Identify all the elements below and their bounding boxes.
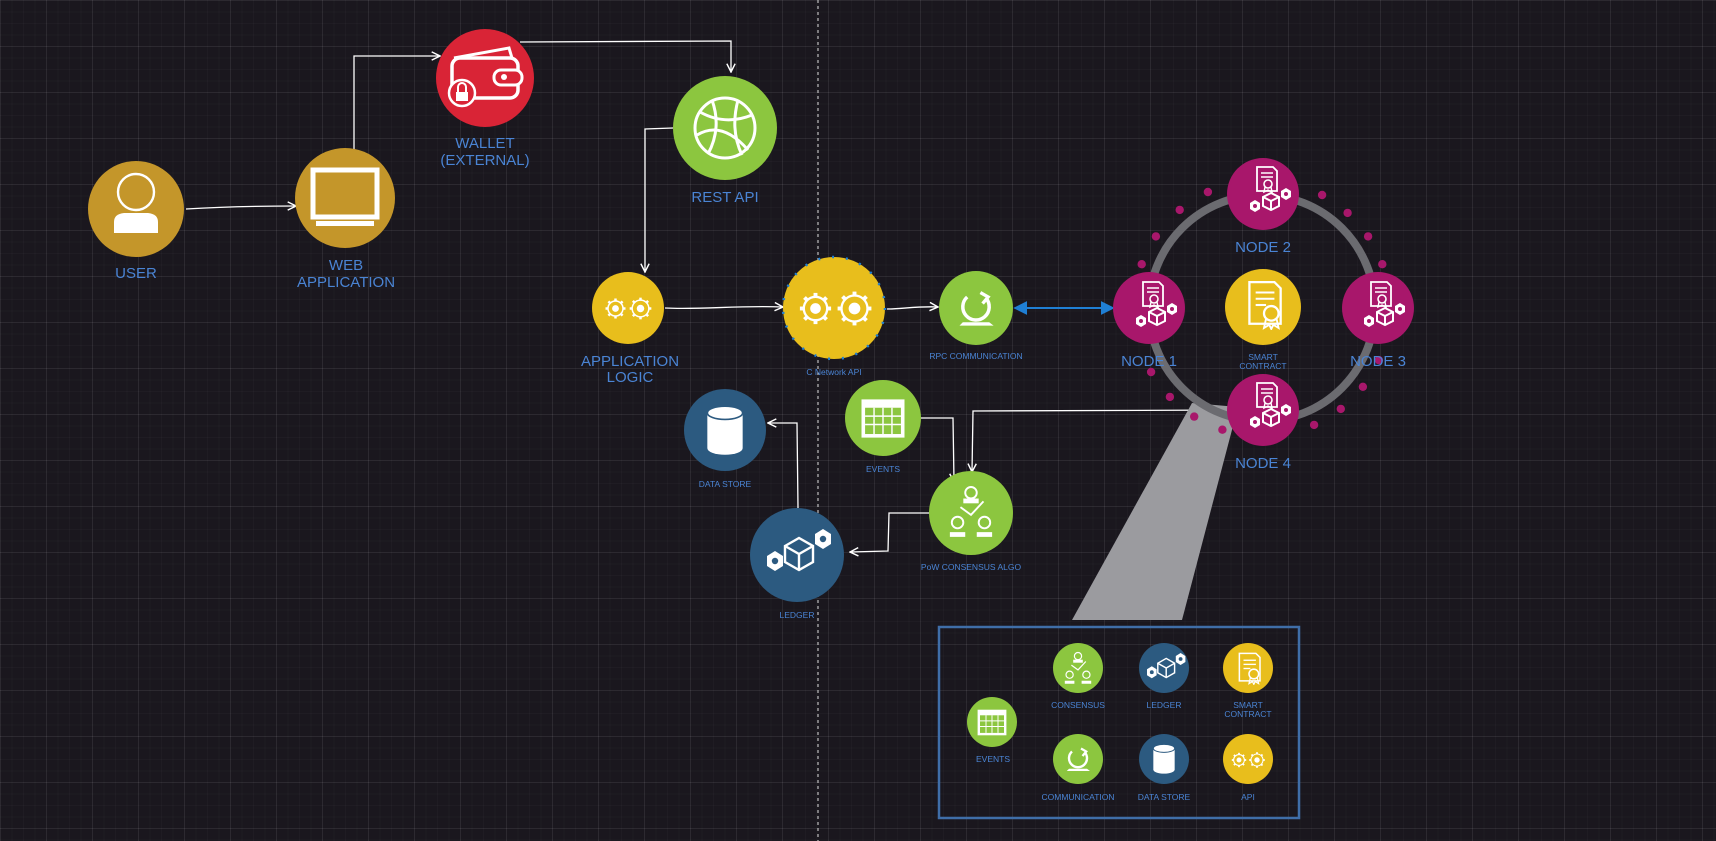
ring-dot	[1336, 404, 1346, 414]
edge-restapi-to-applogic	[645, 127, 674, 272]
application-logic-label-1: APPLICATION	[581, 353, 679, 370]
node-1[interactable]: NODE 1	[1113, 272, 1185, 370]
ring-dot	[1343, 208, 1352, 218]
globe-icon	[693, 96, 757, 160]
ring-dot	[1218, 425, 1227, 434]
calendar-grid-icon	[977, 709, 1007, 736]
ring-dot	[1309, 420, 1319, 430]
web-application-label-1: WEB	[329, 257, 363, 274]
rpc-communication-node[interactable]: RPC COMMUNICATION	[929, 271, 1023, 361]
web-application-label-2: APPLICATION	[297, 274, 395, 291]
network-api-label: C Network API	[806, 367, 861, 377]
user-label: USER	[115, 265, 157, 282]
selection-handles	[781, 255, 887, 361]
monitor-icon	[310, 167, 380, 226]
user-icon	[114, 172, 158, 233]
node-4-label: NODE 4	[1235, 455, 1291, 472]
ring-dot	[1190, 412, 1199, 421]
data-store-node[interactable]: DATA STORE	[684, 389, 766, 489]
legend-api-label: API	[1241, 792, 1255, 802]
wallet-node[interactable]: WALLET (EXTERNAL)	[436, 29, 534, 169]
edge-networkapi-to-rpc	[886, 307, 938, 309]
legend-ledger-label: LEDGER	[1147, 700, 1182, 710]
ring-dot	[1165, 392, 1175, 402]
ring-dot	[1137, 260, 1146, 269]
edge-ledger-to-datastore	[768, 423, 799, 509]
legend-events-label: EVENTS	[976, 754, 1010, 764]
edge-wallet-to-restapi	[519, 40, 731, 72]
edge-node4-to-consensus	[972, 409, 1233, 472]
connectors	[185, 40, 1233, 552]
events-node[interactable]: EVENTS	[845, 380, 921, 474]
rpc-communication-label: RPC COMMUNICATION	[929, 351, 1022, 361]
node-1-label: NODE 1	[1121, 353, 1177, 370]
legend-smart-contract-label-1: SMART	[1233, 700, 1263, 710]
legend-consensus-label: CONSENSUS	[1051, 700, 1105, 710]
legend-data-store: DATA STORE	[1138, 734, 1191, 802]
rest-api-node[interactable]: REST API	[673, 76, 777, 206]
edge-webapp-to-wallet	[353, 56, 440, 150]
smart-contract-label-1: SMART	[1248, 352, 1278, 362]
data-store-label: DATA STORE	[699, 479, 752, 489]
node-2[interactable]: NODE 2	[1227, 158, 1299, 256]
consensus-label: PoW CONSENSUS ALGO	[921, 562, 1022, 572]
node-2-label: NODE 2	[1235, 239, 1291, 256]
ring-dot	[1175, 205, 1184, 215]
consensus-node[interactable]: PoW CONSENSUS ALGO	[921, 471, 1022, 572]
legend-panel: EVENTS CONSENSUS LEDGER SMART CONTRACT C…	[937, 625, 1301, 820]
ring-dot	[1317, 190, 1327, 200]
rest-api-label: REST API	[691, 189, 758, 206]
node-3[interactable]: NODE 3	[1342, 272, 1414, 370]
calendar-grid-icon	[860, 398, 906, 439]
database-icon	[706, 405, 744, 456]
legend-consensus: CONSENSUS	[1051, 643, 1105, 710]
edge-consensus-to-ledger	[850, 512, 930, 552]
legend-ledger: LEDGER	[1139, 643, 1189, 710]
web-application-node[interactable]: WEB APPLICATION	[295, 148, 395, 291]
wallet-label-1: WALLET	[455, 135, 514, 152]
ring-dot	[1203, 187, 1213, 197]
legend-smart-contract: SMART CONTRACT	[1223, 643, 1273, 719]
node-4[interactable]: NODE 4	[1227, 374, 1299, 472]
node-3-label: NODE 3	[1350, 353, 1406, 370]
ledger-label: LEDGER	[780, 610, 815, 620]
node-cluster: NODE 2 NODE 1 NODE 3 NODE 4 SMART CONTRA…	[1072, 158, 1414, 620]
wallet-lock-icon	[447, 46, 524, 108]
wallet-label-2: (EXTERNAL)	[440, 152, 529, 169]
user-node[interactable]: USER	[88, 161, 184, 282]
ledger-node[interactable]: LEDGER	[750, 508, 844, 620]
legend-communication: COMMUNICATION	[1041, 734, 1115, 802]
legend-smart-contract-label-2: CONTRACT	[1224, 709, 1271, 719]
smart-contract-node[interactable]: SMART CONTRACT	[1225, 269, 1301, 371]
network-api-node[interactable]: C Network API	[781, 255, 887, 377]
database-icon	[1152, 743, 1176, 775]
ring-dot	[1363, 232, 1373, 241]
edge-user-to-webapp	[185, 206, 296, 209]
application-logic-label-2: LOGIC	[607, 369, 654, 386]
legend-api: API	[1223, 734, 1273, 802]
edge-applogic-to-networkapi	[664, 307, 783, 309]
ring-dot	[1151, 232, 1161, 241]
legend-communication-label: COMMUNICATION	[1041, 792, 1114, 802]
application-logic-node[interactable]: APPLICATION LOGIC	[581, 272, 679, 386]
ring-dot	[1358, 382, 1368, 391]
legend-data-store-label: DATA STORE	[1138, 792, 1191, 802]
legend-border	[937, 625, 1301, 820]
ring-dot	[1146, 367, 1156, 377]
legend-events: EVENTS	[967, 697, 1017, 764]
ring-dot	[1374, 355, 1384, 365]
zoom-callout	[1072, 403, 1238, 620]
ring-dot	[1378, 260, 1387, 269]
smart-contract-label-2: CONTRACT	[1239, 361, 1286, 371]
events-label: EVENTS	[866, 464, 900, 474]
